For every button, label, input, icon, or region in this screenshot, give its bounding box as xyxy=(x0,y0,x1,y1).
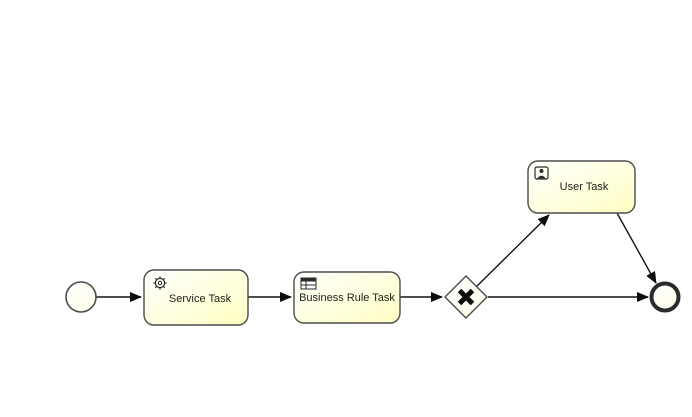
gear-icon xyxy=(153,276,167,290)
sequence-flows xyxy=(96,212,657,302)
end-event[interactable] xyxy=(649,281,681,313)
user-icon xyxy=(534,166,549,180)
business-rule-task-label: Business Rule Task xyxy=(299,292,395,304)
task-user[interactable]: User Task xyxy=(527,160,636,214)
flow-user-task-to-end[interactable] xyxy=(616,212,657,284)
task-service[interactable]: Service Task xyxy=(143,269,249,326)
user-task-label: User Task xyxy=(560,181,609,193)
task-business-rule[interactable]: Business Rule Task xyxy=(293,271,401,324)
start-event-circle[interactable] xyxy=(65,281,97,313)
user-task-shape[interactable] xyxy=(527,160,636,214)
table-icon xyxy=(300,277,317,290)
exclusive-gateway[interactable] xyxy=(444,275,488,319)
business-rule-task-shape[interactable] xyxy=(293,271,401,324)
service-task-shape[interactable] xyxy=(143,269,249,326)
start-event[interactable] xyxy=(65,281,97,313)
service-task-label: Service Task xyxy=(169,293,232,305)
end-event-circle[interactable] xyxy=(649,281,681,313)
flow-gateway-to-user-task[interactable] xyxy=(473,214,550,290)
gateway-x-icon xyxy=(457,288,475,306)
